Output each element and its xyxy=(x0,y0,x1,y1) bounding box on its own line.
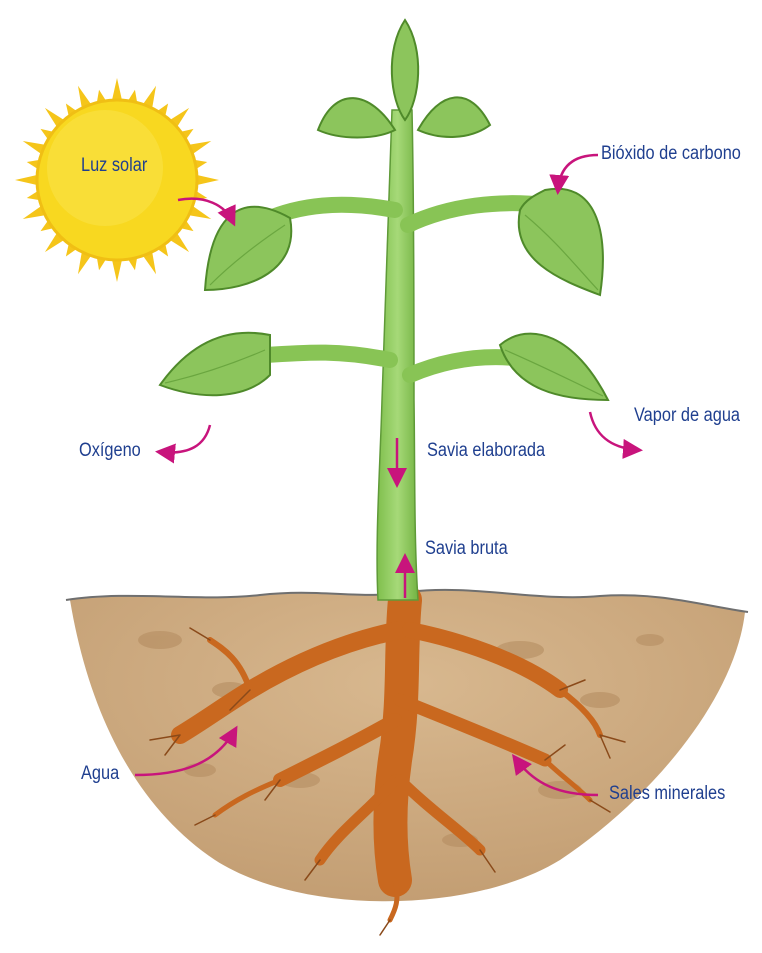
co2-arrow xyxy=(558,155,598,190)
water-vapor-arrow xyxy=(590,412,638,450)
label-water-vapor: Vapor de agua xyxy=(634,405,740,427)
label-raw-sap: Savia bruta xyxy=(425,538,508,560)
label-co2: Bióxido de carbono xyxy=(601,143,741,165)
label-oxygen: Oxígeno xyxy=(79,440,141,462)
sun xyxy=(15,78,219,282)
label-sunlight: Luz solar xyxy=(81,155,147,177)
label-mineral-salts: Sales minerales xyxy=(609,783,725,805)
label-water: Agua xyxy=(81,763,119,785)
label-elaborated-sap: Savia elaborada xyxy=(427,440,545,462)
oxygen-arrow xyxy=(160,425,210,453)
